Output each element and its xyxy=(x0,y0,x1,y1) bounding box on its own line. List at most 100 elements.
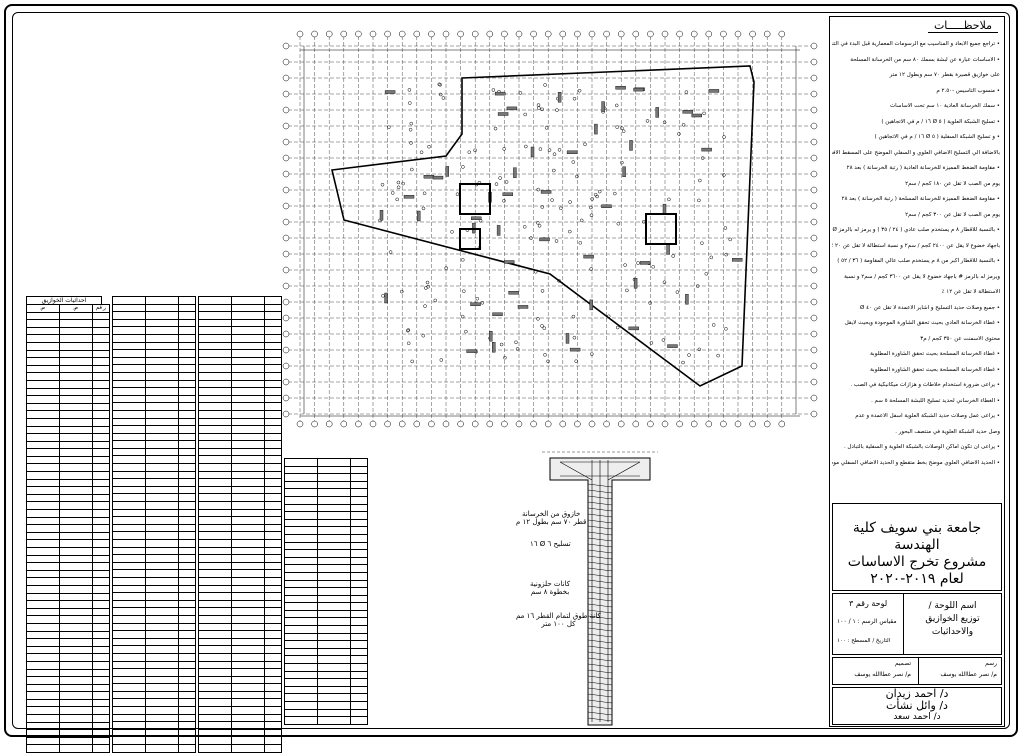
table-row xyxy=(198,478,282,487)
pile xyxy=(651,265,655,269)
column xyxy=(622,166,626,178)
core-wall xyxy=(459,228,481,250)
pile xyxy=(590,197,594,201)
grid-bubble xyxy=(810,410,818,418)
table-row xyxy=(198,425,282,434)
grid-bubble xyxy=(340,30,348,38)
spiral-tie xyxy=(587,663,613,668)
table-row xyxy=(112,675,196,685)
spiral-tie xyxy=(587,705,613,710)
core-wall xyxy=(459,183,491,215)
pile xyxy=(515,347,520,351)
grid-bubble xyxy=(810,202,818,210)
grid-bubble xyxy=(471,30,479,38)
coordinates-table-2 xyxy=(112,296,196,753)
spiral-tie xyxy=(587,531,613,536)
table-row xyxy=(112,409,196,419)
note-line: • الاساسات عبارة عن لبشة بسمك ٨٠ سم من ا… xyxy=(850,56,1000,63)
grid-bubble xyxy=(442,30,450,38)
grid-bubble xyxy=(544,30,552,38)
coordinates-table-3 xyxy=(198,296,282,753)
column xyxy=(513,167,517,178)
table-row xyxy=(26,592,110,602)
grid-bubble xyxy=(311,420,318,428)
table-row xyxy=(112,485,196,495)
table-row xyxy=(198,607,282,616)
grid-bubble xyxy=(282,330,290,338)
table-row xyxy=(112,622,196,632)
table-row xyxy=(26,448,110,457)
pile xyxy=(711,323,716,327)
table-row xyxy=(26,691,110,700)
spiral-tie xyxy=(587,519,613,524)
table-row xyxy=(284,556,368,566)
pile xyxy=(700,156,705,160)
table-row xyxy=(198,539,282,548)
pile xyxy=(589,213,594,218)
university-box: جامعة بني سويف كلية الهندسة مشروع تخرج ا… xyxy=(832,503,1002,591)
spiral-tie xyxy=(587,495,613,500)
pile xyxy=(499,342,504,347)
pile xyxy=(461,258,465,262)
pile xyxy=(408,127,413,132)
pile xyxy=(662,120,667,125)
table-row xyxy=(198,713,282,723)
table-row xyxy=(26,440,110,450)
column xyxy=(601,101,605,112)
spiral-tie xyxy=(587,615,613,620)
pile xyxy=(540,107,544,112)
table-row xyxy=(112,637,196,647)
column xyxy=(628,326,639,331)
spiral-tie xyxy=(587,579,613,584)
pile xyxy=(396,180,401,185)
pile xyxy=(675,290,680,294)
grid-bubble xyxy=(384,420,391,428)
table-row xyxy=(112,463,196,472)
table-row xyxy=(26,562,110,571)
column xyxy=(594,123,598,135)
grid-bubble xyxy=(282,218,290,226)
project-name: مشروع تخرج الاساسات xyxy=(847,554,987,570)
table-row xyxy=(26,501,110,511)
table-row xyxy=(198,660,282,670)
pile xyxy=(438,83,442,87)
table-row xyxy=(198,630,282,639)
table-row xyxy=(284,693,368,702)
table-row xyxy=(198,508,282,518)
column xyxy=(557,91,562,103)
pile xyxy=(536,103,541,107)
pile-label: خازوق من الخرسانة قطر ٧٠ سم بطول ١٢ م xyxy=(516,510,587,526)
table-row xyxy=(112,736,196,746)
table-row xyxy=(284,541,368,551)
table-row xyxy=(26,410,110,419)
pile xyxy=(546,359,550,364)
note-line: • غطاء الخرسانة المسلحة بحيث تحقق الشاور… xyxy=(870,351,1000,357)
spiral-tie xyxy=(587,717,613,722)
table-row xyxy=(26,638,110,647)
grid-bubble xyxy=(282,106,290,114)
note-line: باجهاد خضوع لا يقل عن ٢٤٠٠ كجم / سم٢ و ن… xyxy=(832,242,1000,249)
column xyxy=(685,294,689,305)
pile xyxy=(615,325,620,330)
table-row xyxy=(112,364,196,373)
table-row xyxy=(284,685,368,695)
table-row xyxy=(26,630,110,640)
spiral-tie xyxy=(587,555,613,560)
pile xyxy=(593,192,598,197)
note-line: • الحديد الاضافي العلوي موضح بخط متقطع و… xyxy=(832,459,1000,466)
table-row xyxy=(198,417,282,427)
grid-bubble xyxy=(530,420,537,428)
column xyxy=(517,305,529,309)
pile xyxy=(409,141,413,145)
pile xyxy=(687,353,691,357)
grid-bubble xyxy=(810,394,818,402)
pile xyxy=(433,298,438,303)
sheet-date: التاريخ / المسطح : ١٠٠ xyxy=(837,638,891,644)
table-row xyxy=(112,713,196,723)
table-row xyxy=(284,701,368,710)
spiral-tie xyxy=(587,675,613,680)
pile xyxy=(540,324,544,328)
column xyxy=(466,349,477,353)
pile xyxy=(568,229,572,234)
table-row xyxy=(112,561,196,571)
